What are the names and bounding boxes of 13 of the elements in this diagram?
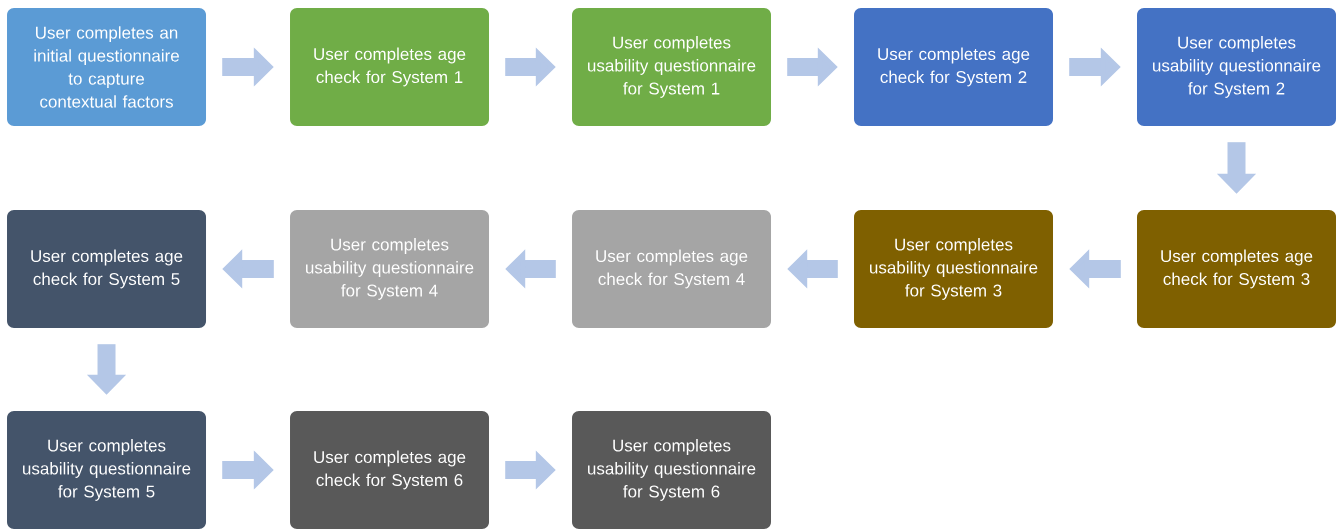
process-box: User completes usability questionnaire for System 2 <box>1137 8 1336 126</box>
process-box: User completes age check for System 3 <box>1137 210 1336 328</box>
process-box: User completes an initial questionnaire to capture contextual factors <box>7 8 206 126</box>
process-box: User completes usability questionnaire for System 1 <box>572 8 771 126</box>
process-box: User completes age check for System 2 <box>854 8 1053 126</box>
process-box: User completes age check for System 6 <box>290 411 489 529</box>
process-box: User completes age check for System 5 <box>7 210 206 328</box>
process-box: User completes usability questionnaire for System 3 <box>854 210 1053 328</box>
process-box: User completes usability questionnaire for System 4 <box>290 210 489 328</box>
process-box: User completes age check for System 1 <box>290 8 489 126</box>
process-box: User completes age check for System 4 <box>572 210 771 328</box>
process-box: User completes usability questionnaire for System 6 <box>572 411 771 529</box>
process-box: User completes usability questionnaire for System 5 <box>7 411 206 529</box>
